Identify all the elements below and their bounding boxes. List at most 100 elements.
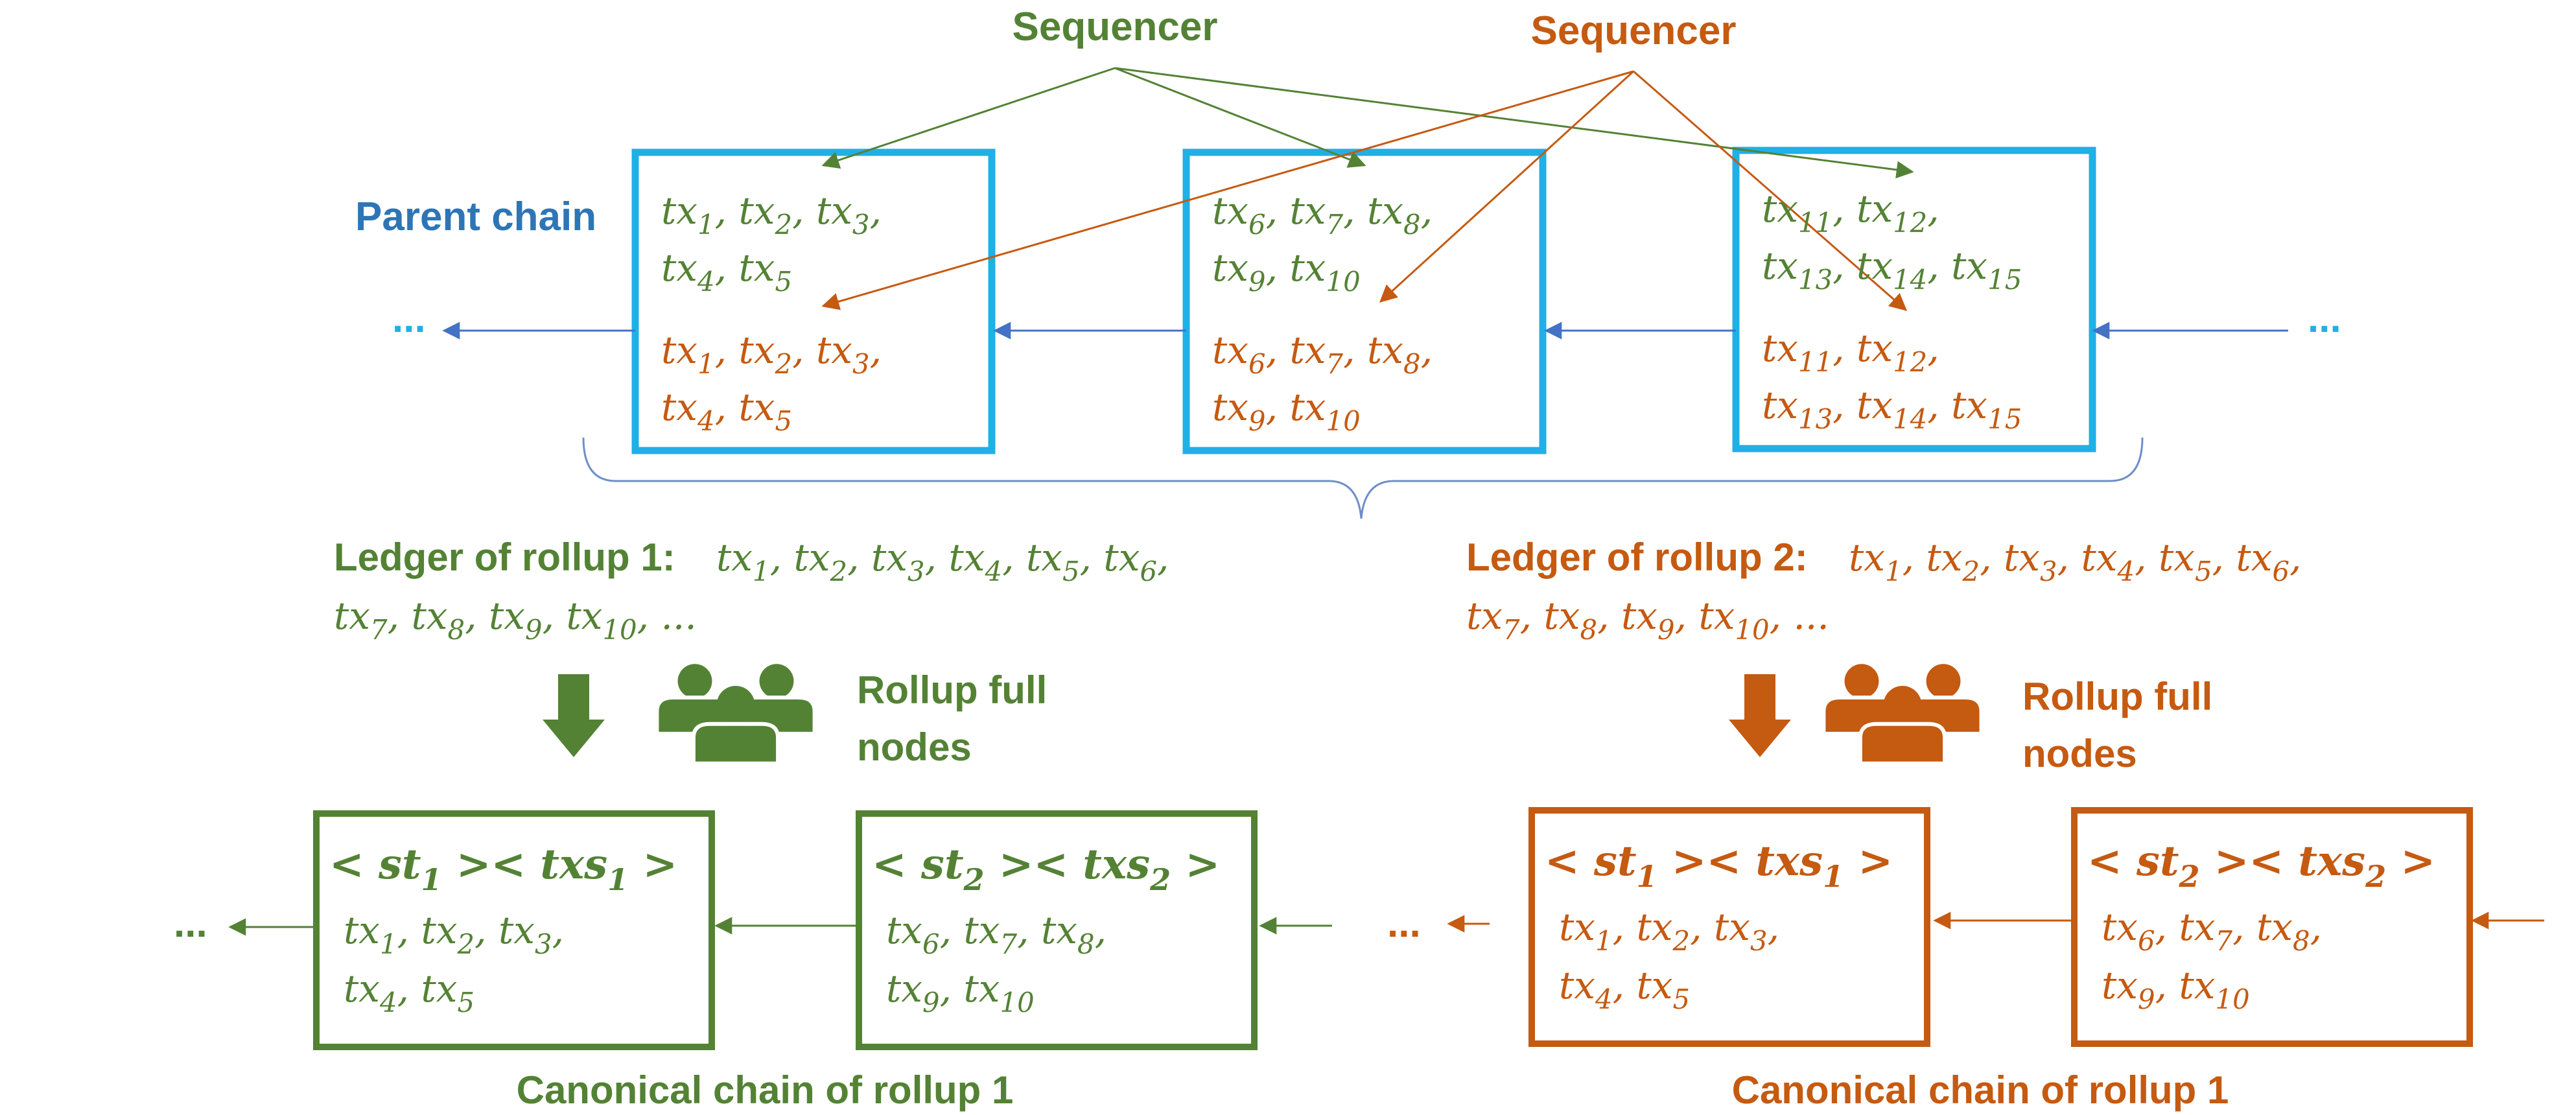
math-subscript: 2 (2179, 859, 2200, 894)
sequencer2-arrow-block1 (821, 70, 1634, 311)
math-separator: , (1832, 383, 1856, 427)
math-separator: < (872, 840, 921, 889)
math-symbol: tx (738, 189, 775, 233)
math-separator: , (465, 594, 489, 638)
math-symbol: tx (661, 328, 697, 372)
math-subscript: 9 (1248, 266, 1266, 298)
math-separator: , (1266, 385, 1290, 429)
math-subscript: 8 (1403, 348, 1421, 380)
parent-block-3-rollup2-line: tx13​, tx14​, tx15​ (1762, 383, 2022, 435)
math-separator: , ... (1770, 594, 1829, 638)
math-subscript: 6 (2272, 556, 2289, 587)
parent-block-2-rollup2-line: tx9​, tx10​ (1212, 385, 1361, 437)
parent-block-3-rollup2-line: tx11​, tx12​, (1762, 326, 1939, 378)
math-symbol: tx (1212, 328, 1248, 372)
math-symbol: tx (1466, 594, 1503, 638)
sequencer-label-rollup1: Sequencer (1012, 5, 1217, 49)
rollup2-block-1 (1528, 807, 1930, 1047)
math-symbol: tx (1289, 246, 1326, 290)
sequencer2-arrow-block3 (1633, 70, 1908, 311)
math-subscript: 2 (457, 928, 475, 960)
rollup1-down-arrow-icon (543, 674, 605, 757)
parent-block-1-rollup2-line: tx4​, tx5​ (661, 385, 792, 437)
math-separator: , (925, 535, 949, 580)
math-symbol: tx (1026, 535, 1062, 580)
math-symbol: tx (1762, 326, 1798, 370)
math-subscript: 2 (830, 556, 848, 587)
math-symbol: tx (2004, 535, 2040, 580)
rollup2-ledger-line: tx7​, tx8​, tx9​, tx10​, ... (1466, 594, 1829, 646)
math-separator: , (792, 328, 816, 372)
math-subscript: 7 (1503, 614, 1520, 646)
math-subscript: 2 (963, 862, 985, 897)
math-separator: , (1343, 189, 1367, 233)
math-symbol: tx (2236, 535, 2272, 580)
math-symbol: tx (421, 908, 457, 952)
math-separator: , (715, 189, 739, 233)
math-symbol: tx (963, 967, 1000, 1011)
math-subscript: 2 (1149, 862, 1171, 897)
math-symbol: tx (1289, 385, 1326, 429)
math-separator: , (1832, 244, 1856, 288)
math-separator: > (1844, 837, 1893, 886)
math-subscript: 1 (1823, 859, 1844, 894)
math-separator: >< (442, 840, 541, 889)
math-separator: , ... (637, 594, 697, 638)
math-subscript: 1 (697, 348, 715, 380)
math-separator: , (1266, 246, 1290, 290)
math-subscript: 15 (1987, 264, 2022, 296)
rollup1-full-nodes-label: nodes (857, 725, 972, 769)
math-symbol: st (2136, 837, 2179, 886)
math-separator: , (2232, 905, 2256, 949)
math-subscript: 3 (852, 209, 870, 241)
math-separator: , (2289, 535, 2301, 580)
math-symbol: tx (1856, 244, 1893, 288)
math-subscript: 3 (907, 556, 925, 587)
rollup1-person-group-icon (655, 664, 817, 766)
rollup2-person-group-icon (1821, 664, 1984, 766)
math-symbol: tx (1849, 535, 1885, 580)
math-subscript: 8 (448, 614, 465, 646)
math-subscript: 6 (1248, 348, 1266, 380)
math-subscript: 10 (1000, 987, 1035, 1018)
math-separator: , (1927, 326, 1939, 370)
math-symbol: tx (871, 535, 907, 580)
math-subscript: 1 (1595, 925, 1613, 957)
math-subscript: 9 (1657, 614, 1675, 646)
math-subscript: 1 (697, 209, 715, 241)
math-separator: < (1545, 837, 1594, 886)
math-symbol: tx (1856, 326, 1893, 370)
math-separator: < (329, 840, 379, 889)
math-symbol: tx (1559, 963, 1595, 1007)
math-subscript: 10 (1326, 405, 1361, 437)
math-separator: , (1520, 594, 1544, 638)
math-separator: , (1832, 326, 1856, 370)
parent-chain-ellipsis-right: ... (2308, 296, 2341, 341)
math-symbol: txs (540, 840, 607, 889)
math-separator: , (1017, 908, 1041, 952)
math-symbol: tx (963, 908, 1000, 952)
math-symbol: tx (1289, 328, 1326, 372)
math-subscript: 7 (1000, 928, 1018, 960)
math-separator: , (474, 908, 498, 952)
rollup1-ledger-label: Ledger of rollup 1: (334, 535, 675, 579)
math-separator: , (940, 967, 964, 1011)
math-symbol: tx (2256, 905, 2293, 949)
math-subscript: 4 (697, 405, 715, 437)
math-symbol: tx (566, 594, 602, 638)
math-subscript: 4 (1595, 983, 1613, 1015)
sequencer2-arrow-block2 (1379, 70, 1635, 303)
math-separator: , (2310, 905, 2322, 949)
math-subscript: 10 (1326, 266, 1361, 298)
parent-block-2-rollup2-line: tx6​, tx7​, tx8​, (1212, 328, 1433, 380)
math-symbol: tx (1926, 535, 1962, 580)
math-separator: , (715, 246, 739, 290)
math-symbol: st (1593, 837, 1637, 886)
rollup1-chain-ellipsis: ... (174, 901, 207, 946)
math-symbol: tx (793, 535, 830, 580)
math-symbol: tx (661, 189, 697, 233)
math-separator: , (870, 328, 882, 372)
math-subscript: 6 (2138, 925, 2155, 957)
math-separator: , (1095, 908, 1107, 952)
math-separator: , (1927, 383, 1951, 427)
